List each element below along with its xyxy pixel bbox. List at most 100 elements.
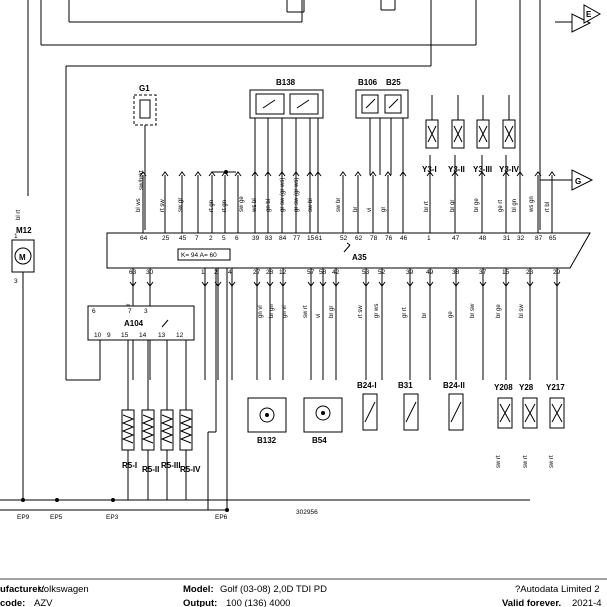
sensor-b106-b25: B106 B25 <box>355 78 409 119</box>
glow-plug-coil <box>160 414 174 444</box>
ecu-top-pin-label: 46 <box>400 235 408 242</box>
top-wire-code: br <box>353 207 359 212</box>
injector-x <box>427 125 437 143</box>
sensor-g1: G1 sw/br/rt <box>133 84 157 230</box>
temp-sensor-label: B31 <box>398 381 413 390</box>
sensor-b138: B138 <box>249 78 324 119</box>
junction-dot <box>224 170 228 174</box>
valve-x <box>551 403 563 423</box>
top-wire-code: gr sw (gr ws) <box>280 178 286 212</box>
glow-plug-body <box>160 409 174 451</box>
svg-text:3: 3 <box>144 308 148 315</box>
svg-text:M12: M12 <box>16 226 32 235</box>
top-wire-code: sw ge <box>239 196 245 212</box>
connector-arrow <box>279 281 287 287</box>
connector-arrow <box>139 171 147 177</box>
info-footer: ufacturer: Volkswagen code: AZV Model: G… <box>0 578 607 607</box>
svg-text:7: 7 <box>128 308 132 315</box>
ecu-top-pin-label: 47 <box>452 235 460 242</box>
svg-text:12: 12 <box>176 332 184 339</box>
ecu-top-pin-label: 32 <box>517 235 525 242</box>
glow-plug-coil <box>179 414 193 444</box>
top-wire-code: sw bl <box>308 198 314 212</box>
connector-arrow <box>362 281 370 287</box>
ecu-bottom-pin-label: 1 <box>201 269 205 276</box>
glow-plug-body <box>141 409 155 451</box>
connector-arrow <box>502 281 510 287</box>
ref-arrow-g: G <box>571 169 594 191</box>
motor-m12: M12 M 1 3 bl rt <box>11 210 35 500</box>
ecu-top-pin-label: 65 <box>549 235 557 242</box>
glow-plug-body <box>121 409 135 451</box>
bottom-wire-code: sw rt <box>303 305 309 318</box>
ground-bus <box>0 268 530 511</box>
ecu-top-pin-label: 83 <box>265 235 273 242</box>
valve-label: Y208 <box>494 383 513 392</box>
svg-text:code:: code: <box>0 598 25 607</box>
connector-arrow <box>178 171 186 177</box>
svg-text:Volkswagen: Volkswagen <box>38 584 89 595</box>
connector-arrow <box>452 281 460 287</box>
connector-arrow <box>534 171 542 177</box>
ecu-top-pin-label: 39 <box>252 235 260 242</box>
ecu-top-pin-label: 5 <box>222 235 226 242</box>
ecu-top-pin-label: 25 <box>162 235 170 242</box>
ref-arrow-e: E <box>571 4 602 33</box>
connector-arrow <box>378 281 386 287</box>
svg-text:Golf (03-08) 2,0D TDI PD: Golf (03-08) 2,0D TDI PD <box>220 584 327 595</box>
svg-text:2021-4: 2021-4 <box>572 598 602 607</box>
svg-text:E: E <box>586 10 592 19</box>
top-wire-code: bl ws <box>136 198 142 212</box>
bottom-wire-code: gr rt <box>402 307 408 318</box>
svg-text:14: 14 <box>139 332 147 339</box>
bottom-wire-code: sw rt <box>496 455 502 468</box>
top-wire-code: ws gn <box>529 196 535 213</box>
svg-text:Valid forever.: Valid forever. <box>502 598 561 607</box>
bottom-wire-code: gn vi <box>282 305 288 318</box>
svg-text:3: 3 <box>14 278 18 285</box>
injector-x <box>478 125 488 143</box>
svg-text:Output:: Output: <box>183 598 217 607</box>
injector-label: Y3-II <box>448 165 465 174</box>
connector-arrow <box>354 171 362 177</box>
glow-plug-coil <box>141 414 155 444</box>
ecu-top-pin-label: 15 <box>307 235 315 242</box>
connector-arrow <box>129 281 137 287</box>
svg-text:A104: A104 <box>124 319 144 328</box>
svg-text:G1: G1 <box>139 84 150 93</box>
ecu-top-pin-label: 77 <box>293 235 301 242</box>
sensor-b132: B132 <box>247 397 287 445</box>
bottom-wire-code: ge <box>448 311 454 318</box>
bottom-wire-code: rt sw <box>358 305 364 318</box>
svg-text:ufacturer:: ufacturer: <box>0 584 44 595</box>
connector-arrow <box>146 281 154 287</box>
top-wire-code: rt sw <box>160 199 166 212</box>
connector-arrow <box>234 171 242 177</box>
connector-arrow <box>332 281 340 287</box>
svg-text:302956: 302956 <box>296 509 318 516</box>
bottom-wire-code: br <box>422 313 428 318</box>
ecu-top-pin-label: 76 <box>385 235 393 242</box>
connector-arrow <box>253 281 261 287</box>
svg-text:G: G <box>575 177 581 186</box>
glow-plug-label: R5-IV <box>180 465 201 474</box>
ecu-top-pin-label: 48 <box>479 235 487 242</box>
injector-label: Y3-IV <box>499 165 520 174</box>
ecu-top-pin-label: 78 <box>370 235 378 242</box>
connector-arrow <box>319 281 327 287</box>
top-wire-code: rt gn <box>222 200 228 212</box>
svg-text:EP9: EP9 <box>17 514 30 521</box>
glow-plug-label: R5-III <box>161 461 181 470</box>
svg-text:B54: B54 <box>312 436 327 445</box>
svg-text:9: 9 <box>107 332 111 339</box>
svg-text:B132: B132 <box>257 436 277 445</box>
svg-text:B138: B138 <box>276 78 296 87</box>
svg-text:EP6: EP6 <box>215 514 228 521</box>
sensor-b54: B54 <box>303 397 343 445</box>
bottom-wire-code: gn vi <box>258 305 264 318</box>
